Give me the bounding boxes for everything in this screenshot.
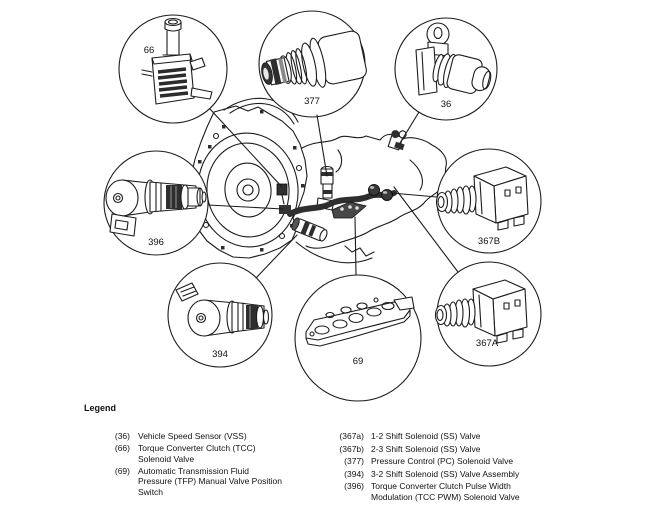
tfp-switch-on-case [331,201,367,219]
legend-left-column: (36) Vehicle Speed Sensor (VSS) (66) Tor… [100,431,330,499]
retainer-clip [344,245,375,257]
legend-item-69: (69) Automatic Transmission Fluid Pressu… [100,466,330,498]
legend-right-column: (367a) 1-2 Shift Solenoid (SS) Valve (36… [330,431,570,504]
ss32-solenoid-art [175,282,270,337]
callout-36: 36 [394,17,498,121]
legend-ref: (396) [344,481,364,491]
callout-label-69: 69 [353,356,364,367]
legend-text: Automatic Transmission Fluid Pressure (T… [138,465,282,497]
transmission-assembly [189,97,447,264]
callout-label-66: 66 [144,45,155,56]
legend-item-367a: (367a) 1-2 Shift Solenoid (SS) Valve [330,431,570,442]
leader-line-66 [209,108,283,188]
leader-line-396 [207,204,284,210]
leader-line-36 [399,111,420,144]
ss32-solenoid-on-case [291,217,328,242]
legend-text: Vehicle Speed Sensor (VSS) [138,431,247,441]
callout-label-367B: 367B [478,236,500,247]
tcc-pwm-solenoid-art [105,179,207,237]
tfp-switch-art [305,296,415,347]
legend-ref: (36) [114,431,130,441]
leader-lines [207,108,459,279]
callout-label-36: 36 [441,99,452,110]
legend-text: Torque Converter Clutch (TCC) Solenoid V… [138,443,256,464]
callout-label-367A: 367A [476,338,499,349]
legend-ref: (367b) [339,443,364,454]
legend-text: 2-3 Shift Solenoid (SS) Valve [371,443,481,454]
leader-line-377 [316,114,328,177]
vss-art [415,22,492,96]
legend-text: 3-2 Shift Solenoid (SS) Valve Assembly [371,468,520,479]
pc-solenoid-art [261,30,367,88]
legend-text: 1-2 Shift Solenoid (SS) Valve [371,431,481,441]
callout-377: 377 [258,10,367,118]
shift-solenoid-pair-on-case [368,184,393,201]
tcc-solenoid-on-case [276,183,288,205]
vss-sensor-on-case [387,130,407,151]
callout-367B: 367B [435,148,542,254]
cooler-line [223,97,299,123]
shift-solenoid-art [435,166,529,231]
legend-item-377: (377) Pressure Control (PC) Solenoid Val… [330,456,570,467]
legend-item-394: (394) 3-2 Shift Solenoid (SS) Valve Asse… [330,469,570,480]
legend-ref: (66) [114,443,130,453]
leader-line-69 [354,216,357,276]
legend-ref: (69) [114,465,130,476]
legend-ref: (377) [344,456,364,466]
callout-396: 396 [103,150,209,256]
bell-housing [189,97,308,259]
leader-line-394 [255,234,298,279]
tcc-solenoid-art [141,17,213,105]
legend-item-36: (36) Vehicle Speed Sensor (VSS) [100,431,330,442]
legend-ref: (367a) [339,431,364,441]
legend-ref: (394) [344,468,364,479]
tcc-pwm-on-case [279,205,291,214]
callout-66: 66 [118,14,228,124]
callout-367A: 367A [434,261,542,367]
leader-line-367B [390,192,438,198]
parts-diagram: 66 377 [103,10,542,402]
callout-label-394: 394 [212,349,228,360]
callout-69: 69 [294,274,422,402]
legend-item-367b: (367b) 2-3 Shift Solenoid (SS) Valve [330,444,570,455]
legend-text: Pressure Control (PC) Solenoid Valve [371,456,514,466]
callout-394: 394 [167,262,273,368]
callout-label-377: 377 [304,96,320,107]
cooler-line-2 [229,102,295,125]
legend-text: Torque Converter Clutch Pulse Width Modu… [371,481,520,502]
callout-label-396: 396 [148,237,164,248]
legend-item-396: (396) Torque Converter Clutch Pulse Widt… [330,481,570,502]
legend-title: Legend [84,403,117,413]
legend-item-66: (66) Torque Converter Clutch (TCC) Solen… [100,443,330,464]
leader-line-367A [393,186,459,273]
